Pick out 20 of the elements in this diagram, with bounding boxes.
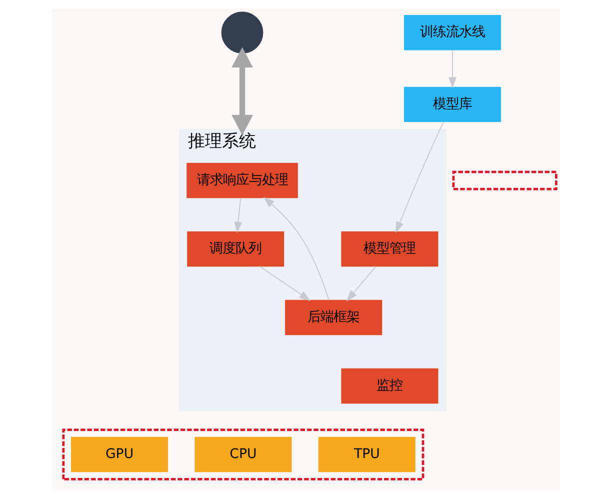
node-box: 请求响应与处理: [186, 162, 298, 198]
node-box: 监控: [340, 368, 438, 404]
node-box: GPU: [70, 436, 168, 472]
node-box: 模型管理: [340, 231, 438, 267]
node-box: 模型库: [403, 86, 501, 122]
arrow: [258, 266, 310, 302]
node-box: 训练流水线: [403, 15, 501, 50]
node-box: [452, 170, 557, 190]
arrow: [262, 196, 329, 301]
arrow: [346, 266, 376, 302]
arrow: [231, 47, 252, 136]
node-box: 后端框架: [284, 300, 382, 336]
node-box: CPU: [194, 436, 292, 472]
cluster: [62, 428, 424, 480]
node-box: TPU: [318, 436, 415, 472]
arrow: [448, 49, 456, 89]
node-box: 调度队列: [186, 231, 284, 267]
arrow: [234, 197, 242, 234]
arrow: [395, 121, 444, 234]
node-person: [220, 12, 263, 54]
